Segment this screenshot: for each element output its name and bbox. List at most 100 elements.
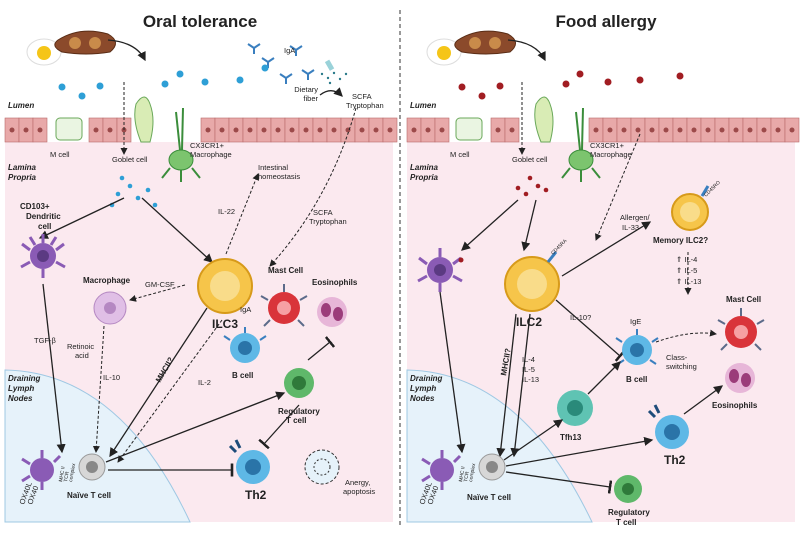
antigen-particle <box>527 175 533 181</box>
macrophage-shape <box>93 291 127 325</box>
epithelial-nucleus <box>303 127 309 133</box>
treg-inhibit-th2-arrow <box>258 404 300 450</box>
naive-t-cell-label: Naïve T cell <box>67 491 111 500</box>
treg-cell-shape <box>614 475 642 503</box>
treg-inhibit-mast-arrow <box>307 336 336 361</box>
m-cell-shape <box>55 117 83 141</box>
right-b-cell-label: B cell <box>626 375 647 384</box>
food-ingestion-arrow <box>107 39 146 62</box>
epithelial-nucleus <box>439 127 445 133</box>
right-panel: Food allergy Lumen Lamina Propria M cell… <box>406 12 800 527</box>
macrophage-label: Macrophage <box>83 276 131 285</box>
lymph-dc-shape <box>21 450 62 490</box>
ilc2-mhcii-arrow <box>496 313 517 458</box>
left-lumen-antigens <box>58 64 269 100</box>
cytokine-up-3: ⇑ IL-13 <box>676 277 701 286</box>
dendritic-cell-shape <box>20 234 66 278</box>
ilc3-mhcii-arrow <box>109 307 208 458</box>
egg-icon <box>26 38 62 66</box>
th2-label: Th2 <box>245 488 267 502</box>
b-cell-shape <box>615 329 659 365</box>
dietary-fiber-label-2: fiber <box>303 94 318 103</box>
antigen-particle <box>152 202 158 208</box>
right-m-cell-label: M cell <box>450 150 470 159</box>
allergen-label-1: Allergen/ <box>620 213 651 222</box>
epithelial-nucleus <box>219 127 225 133</box>
epithelial-nucleus <box>331 127 337 133</box>
eosinophil-shape <box>317 297 347 327</box>
epithelial-nucleus <box>761 127 767 133</box>
antigen-particle <box>576 70 584 78</box>
memory-ilc2-label: Memory ILC2? <box>653 236 708 245</box>
right-title: Food allergy <box>555 12 657 31</box>
epithelial-nucleus <box>733 127 739 133</box>
right-cx3cr1-label-2: Macrophage <box>590 150 632 159</box>
ilc3-to-homeostasis-arrow <box>225 173 260 255</box>
epithelial-nucleus <box>387 127 393 133</box>
egg-icon <box>426 38 462 66</box>
il-list-1: IL-4 <box>522 355 535 364</box>
epithelial-nucleus <box>663 127 669 133</box>
treg-label-1: Regulatory <box>278 407 320 416</box>
macrophage-to-naive-arrow <box>92 325 105 453</box>
class-switching-arrow <box>655 329 717 343</box>
tfh13-label: Tfh13 <box>560 433 582 442</box>
ilc3-il2-arrow <box>117 319 223 463</box>
antigen-to-dc-arrow <box>38 197 125 239</box>
scfa-mid-label-1: SCFA <box>313 208 333 217</box>
left-draining-label-1: Draining <box>8 374 41 383</box>
right-mhc-label-1: MHC II <box>458 466 467 482</box>
right-cx3cr1-label-1: CX3CR1+ <box>590 141 625 150</box>
scfa-top-label-1: SCFA <box>352 92 372 101</box>
epithelial-nucleus <box>247 127 253 133</box>
right-th2-label: Th2 <box>664 453 686 467</box>
dietary-fiber-icon <box>320 59 348 85</box>
left-lamina-label-1: Lamina <box>8 163 37 172</box>
th2-to-eosinophil-arrow <box>683 385 724 415</box>
ilc2-to-memory-arrow <box>561 221 652 277</box>
dietary-fiber-label-1: Dietary <box>294 85 318 94</box>
memory-ilc2-shape <box>671 185 710 231</box>
m-cell-label: M cell <box>50 150 70 159</box>
peanut-icon <box>454 30 516 55</box>
antigen-particle <box>636 76 644 84</box>
retinoic-label-1: Retinoic <box>67 342 94 351</box>
right-lamina-antigens <box>515 175 549 197</box>
epithelial-nucleus <box>23 127 29 133</box>
epithelial-nucleus <box>705 127 711 133</box>
epithelial-nucleus <box>93 127 99 133</box>
tfh13-to-bcell-arrow <box>587 361 621 395</box>
ilc3-label: ILC3 <box>212 317 238 331</box>
cx3cr1-label-1: CX3CR1+ <box>190 141 225 150</box>
dc-label-1: CD103+ <box>20 202 50 211</box>
naive-to-th2-arrow <box>505 436 654 467</box>
epithelial-nucleus <box>635 127 641 133</box>
retinoic-label-2: acid <box>75 351 89 360</box>
th2-cell-shape <box>647 404 689 449</box>
epithelial-nucleus <box>411 127 417 133</box>
iga-antibodies-icon <box>247 43 315 84</box>
antigen-particle <box>58 83 66 91</box>
intestinal-homeostasis-label-2: homeostasis <box>258 172 300 181</box>
epithelial-nucleus <box>261 127 267 133</box>
anergy-label-1: Anergy, <box>345 478 370 487</box>
left-lamina-label-2: Propria <box>8 173 37 182</box>
epithelial-nucleus <box>373 127 379 133</box>
dc-label-2: Dendritic <box>26 212 61 221</box>
th2-cell-shape <box>228 439 270 484</box>
dc-to-naive-arrow <box>439 291 466 454</box>
antigen-particle <box>127 183 133 189</box>
ige-label: IgE <box>630 317 641 326</box>
lymph-dc-shape <box>421 450 462 490</box>
antigen-particle <box>562 80 570 88</box>
epithelial-nucleus <box>317 127 323 133</box>
antigen-particle <box>115 191 121 197</box>
intestinal-homeostasis-label-1: Intestinal <box>258 163 288 172</box>
b-cell-label: B cell <box>232 371 253 380</box>
epithelial-nucleus <box>205 127 211 133</box>
left-draining-label-2: Lymph <box>8 384 34 393</box>
antigen-to-ilc3-arrow <box>141 197 213 263</box>
antigen-particle <box>96 82 104 90</box>
antigen-particle <box>478 92 486 100</box>
